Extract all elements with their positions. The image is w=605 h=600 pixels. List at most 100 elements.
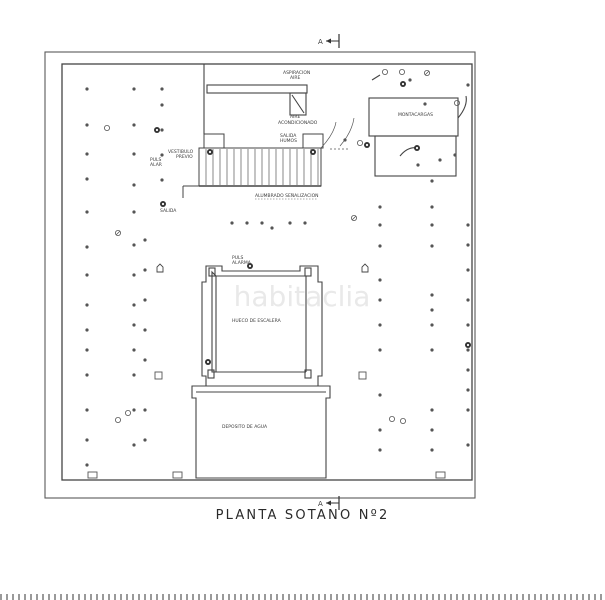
light-fixture (85, 210, 89, 214)
light-fixture (85, 463, 89, 467)
light-fixture (466, 243, 470, 247)
light-fixture (160, 128, 164, 132)
light-fixture (132, 152, 136, 156)
pulsador-hueco-label-1: PULS (232, 255, 244, 261)
water-tank (191, 385, 331, 479)
light-fixture (132, 87, 136, 91)
light-fixture (143, 408, 147, 412)
light-fixture (430, 323, 434, 327)
light-fixture (132, 443, 136, 447)
watermark-text: habitaclia (234, 280, 371, 313)
alarm-marker-center (466, 343, 470, 347)
light-fixture (132, 408, 136, 412)
alarm-marker-center (311, 150, 315, 154)
alarm-marker-center (248, 264, 252, 268)
light-fixture (466, 298, 470, 302)
columns (87, 371, 446, 479)
sheet-frame (44, 51, 476, 499)
light-fixture (430, 348, 434, 352)
light-fixture (430, 205, 434, 209)
emergency-light (423, 70, 430, 77)
light-fixture (132, 273, 136, 277)
building-outline (61, 63, 473, 481)
light-fixture (132, 183, 136, 187)
light-fixture (466, 408, 470, 412)
scan-edge-strip (0, 594, 605, 600)
light-fixture (466, 368, 470, 372)
pulsador-hueco-label-2: ALARMA (232, 260, 252, 266)
door-swings (320, 117, 355, 150)
light-fixture (466, 348, 470, 352)
stair-core (201, 265, 323, 387)
aire-acond-label: AIRE (290, 114, 301, 120)
light-fixture (85, 408, 89, 412)
light-fixture (378, 448, 382, 452)
light-fixture (430, 408, 434, 412)
light-fixture (466, 388, 470, 392)
ring-fixture (398, 69, 405, 76)
light-fixture (378, 393, 382, 397)
light-fixture (85, 123, 89, 127)
light-fixture (270, 226, 274, 230)
section-label-bottom: A (318, 500, 323, 508)
aspiracion-label: ASPIRACION (283, 70, 310, 76)
light-fixture (466, 83, 470, 87)
light-fixture (466, 443, 470, 447)
alarm-marker-center (161, 202, 165, 206)
light-fixture (85, 348, 89, 352)
light-fixture (245, 221, 249, 225)
light-fixture (85, 373, 89, 377)
salida-label: SALIDA (160, 208, 177, 214)
light-fixture (260, 221, 264, 225)
light-fixture (85, 245, 89, 249)
light-fixture (132, 303, 136, 307)
light-fixture (378, 298, 382, 302)
light-fixture (378, 428, 382, 432)
light-fixture (143, 438, 147, 442)
emergency-light (115, 229, 122, 236)
light-fixture (160, 178, 164, 182)
light-fixture (132, 323, 136, 327)
light-fixture (303, 221, 307, 225)
emergency-light-mark (351, 215, 357, 221)
light-fixture (143, 298, 147, 302)
alumbrado-label: ALUMBRADO SEÑALIZACION (255, 192, 319, 199)
light-fixture (430, 244, 434, 248)
emergency-light (350, 214, 357, 221)
light-fixture (160, 103, 164, 107)
light-fixture (288, 221, 292, 225)
light-fixture (85, 303, 89, 307)
light-fixture (230, 221, 234, 225)
light-fixture (408, 78, 412, 82)
vestibulo-label-1: VESTIBULO (168, 149, 194, 155)
light-fixture (85, 87, 89, 91)
section-marker-bottom: A (318, 496, 340, 510)
light-fixture (466, 268, 470, 272)
light-fixture (378, 348, 382, 352)
light-fixture (343, 138, 347, 142)
ring-fixture (115, 416, 122, 423)
light-fixture (453, 153, 457, 157)
extinguisher-symbol (156, 263, 164, 273)
ring-fixture (125, 409, 132, 416)
light-fixture (85, 438, 89, 442)
hueco-escalera-label: HUECO DE ESCALERA (232, 318, 282, 324)
light-fixture (430, 179, 434, 183)
plan-title: PLANTA SOTANO Nº2 (215, 508, 390, 523)
section-marker-top: A (318, 34, 340, 48)
light-fixture (416, 163, 420, 167)
ring-fixture (104, 125, 111, 132)
light-fixture (143, 268, 147, 272)
alarm-marker-center (155, 128, 159, 132)
alarm-marker-center (206, 360, 210, 364)
air-room-walls (203, 64, 308, 134)
light-fixture (85, 152, 89, 156)
light-fixture (132, 243, 136, 247)
light-fixture (132, 373, 136, 377)
light-fixture (143, 238, 147, 242)
light-fixture (132, 123, 136, 127)
aire-label: AIRE (290, 75, 301, 81)
light-fixture (466, 223, 470, 227)
